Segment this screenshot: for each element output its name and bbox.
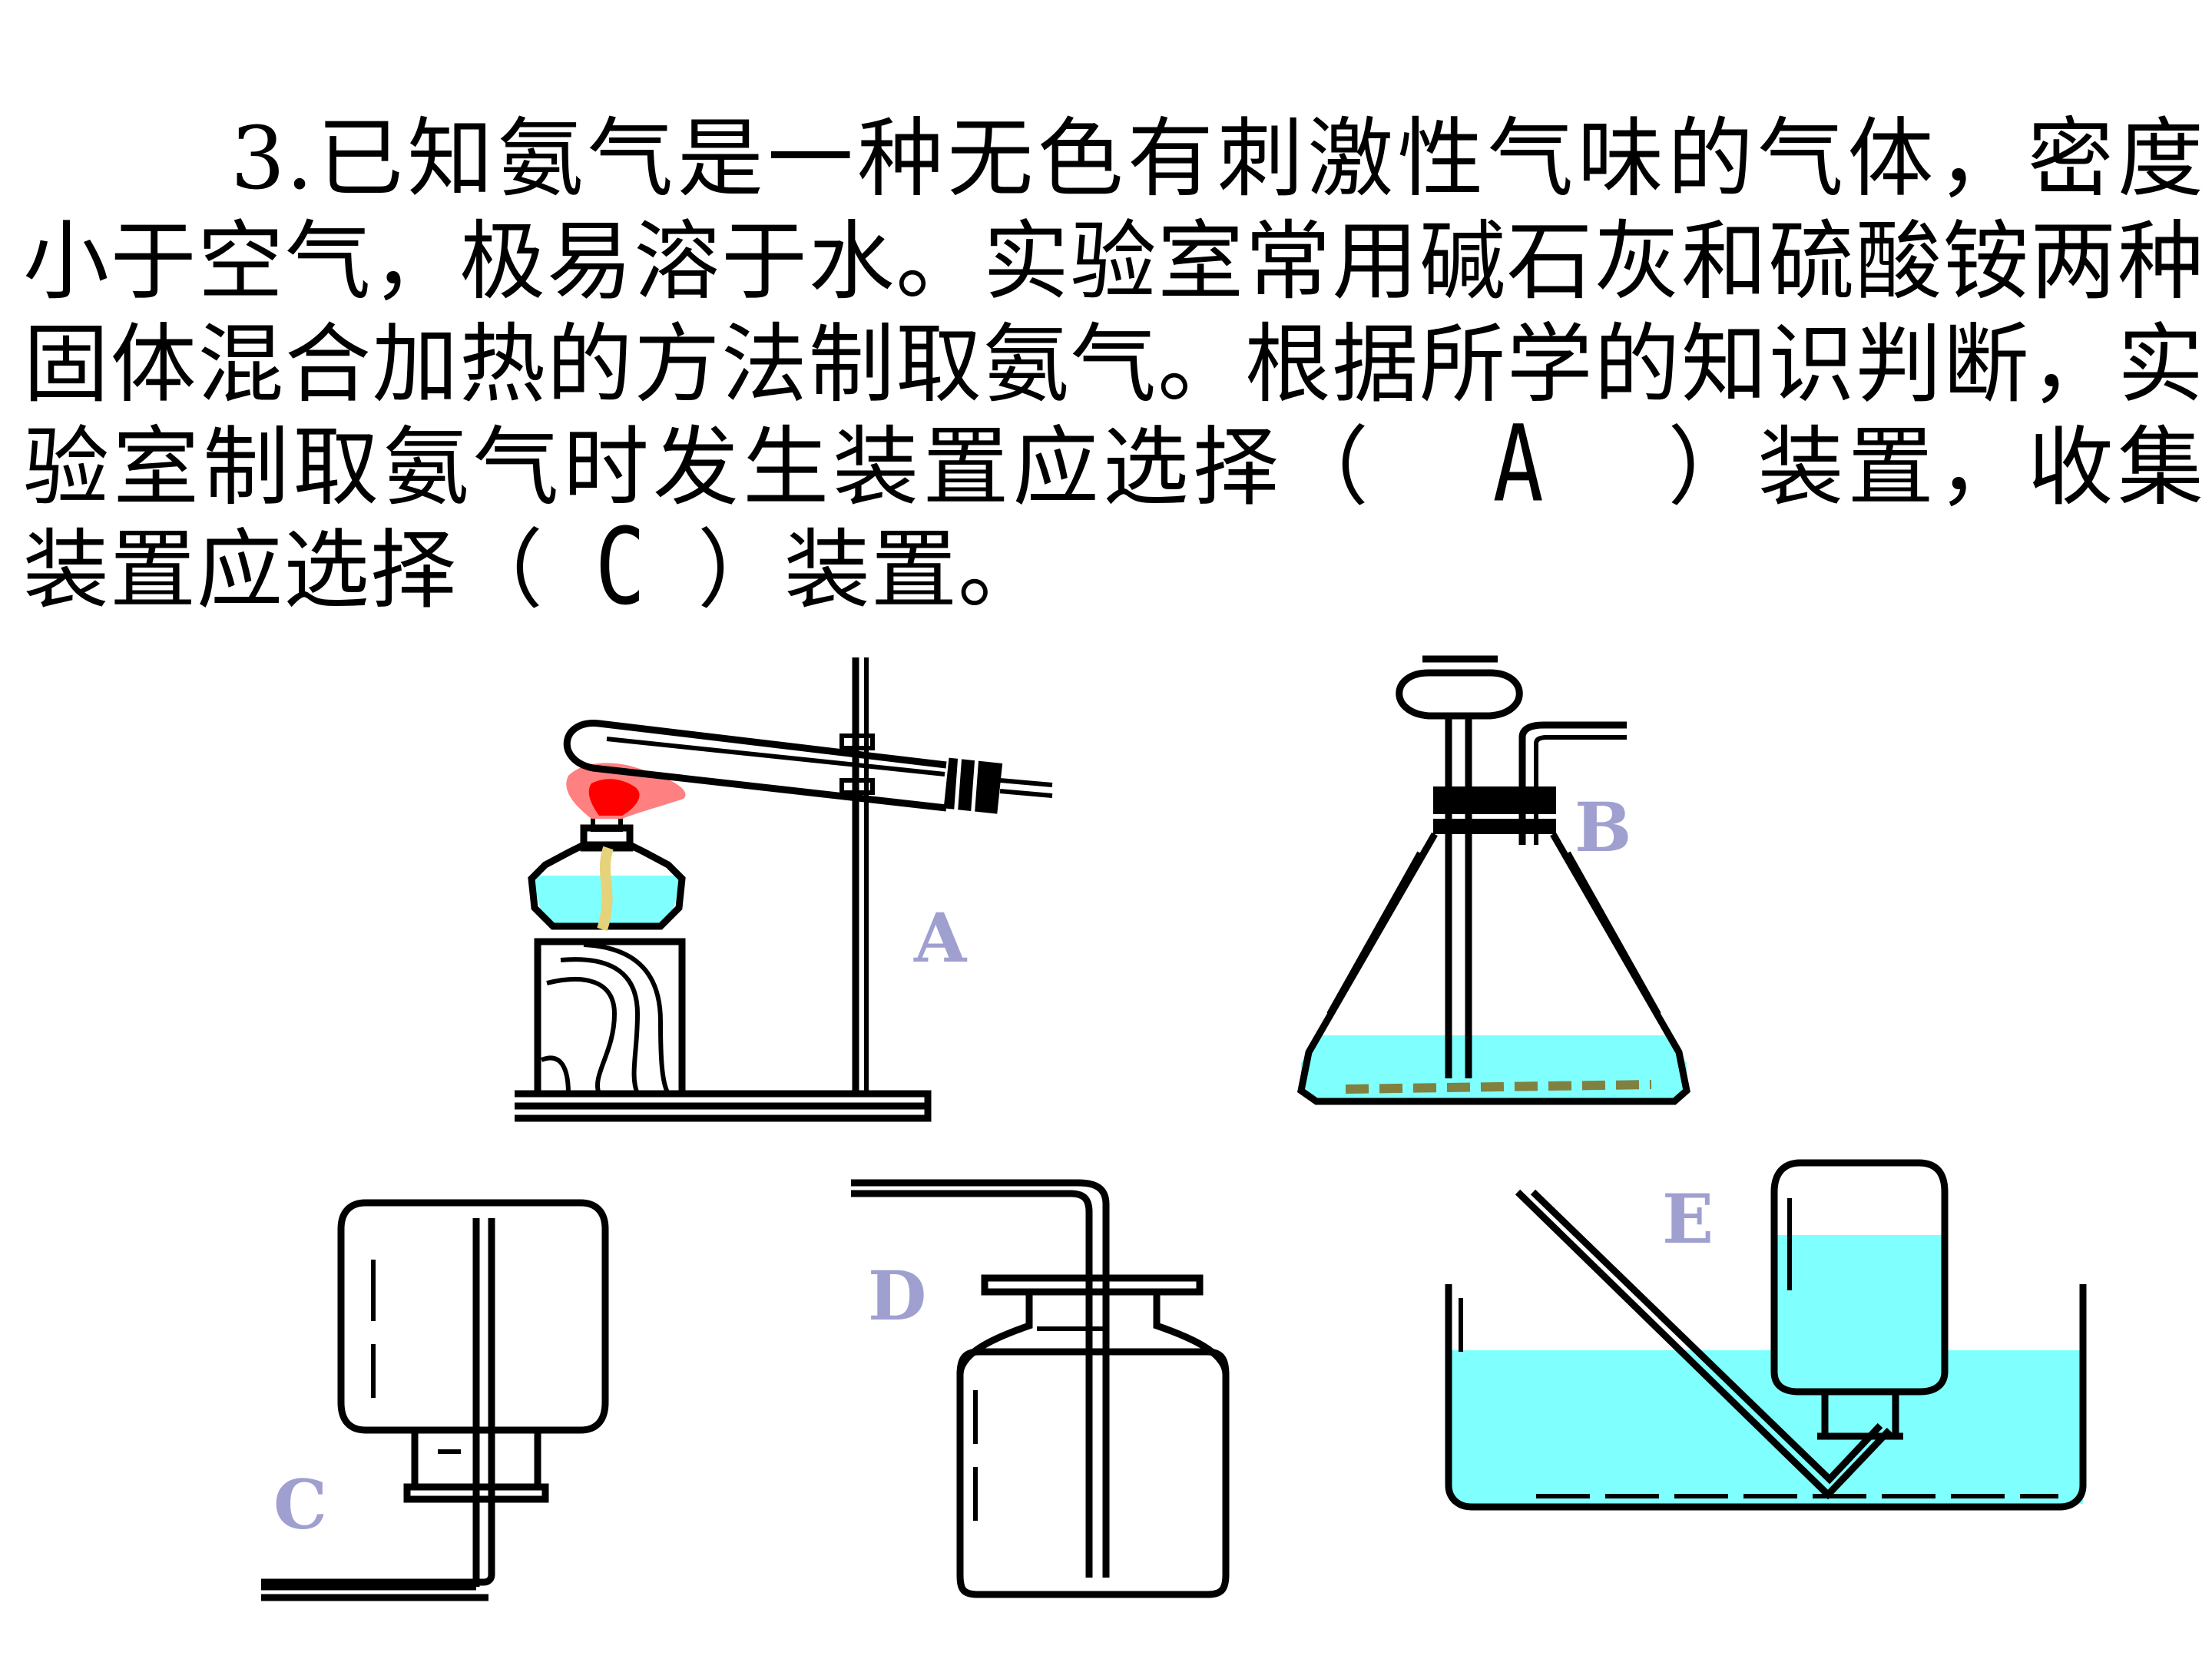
label-b: B <box>1575 787 1631 867</box>
bottle-c-mouth <box>403 1483 549 1503</box>
wood-grain-1 <box>546 977 618 1095</box>
bottle-d-body <box>956 1348 1230 1598</box>
question-part1: 已知氨气是一种无色有刺激性气味的气体，密度小于空气，极易溶于水。实验室常用碱石灰… <box>23 109 2204 518</box>
question-part2: ）装置，收集装置应选择（ <box>23 418 2205 621</box>
flask-body <box>1297 832 1690 1105</box>
apparatus-b: B <box>1297 655 1690 1105</box>
delivery-tube-a-edge <box>999 789 1053 798</box>
apparatus-d: D <box>851 1179 1230 1598</box>
trough-water <box>1452 1350 2083 1504</box>
delivery-tube-b <box>1518 721 1627 845</box>
label-d: D <box>868 1256 926 1336</box>
tube-d-inner <box>851 1179 1110 1578</box>
clamp-upper <box>839 733 875 750</box>
test-tube-inner <box>606 737 945 777</box>
answer-generate: A <box>1492 402 1545 525</box>
wood-grain-3 <box>583 942 671 1095</box>
tube-e <box>1515 1189 1892 1500</box>
delivery-tube-b-inner <box>1534 735 1627 845</box>
tube-d <box>851 1190 1093 1578</box>
bottle-e-neck <box>1817 1392 1903 1440</box>
tube-e-inner <box>1530 1189 1883 1485</box>
answer-collect: C <box>594 505 647 628</box>
flask-inner-right <box>1566 851 1661 1015</box>
trough <box>1445 1284 2087 1511</box>
wood-block <box>534 938 686 1098</box>
clamp-lower <box>839 778 875 795</box>
stopper <box>943 753 1003 820</box>
apparatus-c: C <box>261 1199 609 1601</box>
label-c: C <box>273 1465 327 1545</box>
lamp-wick <box>597 846 614 932</box>
question-part3: ）装置。 <box>697 521 1045 621</box>
bottle-c-body <box>337 1199 609 1434</box>
flame-inner <box>588 779 640 816</box>
bottle-e-water <box>1777 1235 1942 1386</box>
label-e: E <box>1662 1179 1714 1259</box>
bottle-e-body <box>1770 1159 1949 1396</box>
wood-grain-4 <box>540 1055 571 1094</box>
flask-inner-left <box>1326 851 1422 1015</box>
lamp-body <box>528 841 686 930</box>
bottle-d-shoulder <box>956 1290 1230 1376</box>
question-text: 3.已知氨气是一种无色有刺激性气味的气体，密度小于空气，极易溶于水。实验室常用碱… <box>23 108 2205 628</box>
test-tube <box>563 720 947 812</box>
apparatus-a: A <box>515 657 1053 1122</box>
label-a: A <box>913 898 968 978</box>
apparatus-e: E <box>1445 1159 2087 1511</box>
sediment <box>1345 1080 1652 1094</box>
funnel-bulb <box>1396 669 1523 720</box>
delivery-tube-a <box>999 778 1053 787</box>
wood-grain-2 <box>560 957 641 1095</box>
tube-c-bottom <box>261 1574 495 1591</box>
bottle-c-neck <box>411 1430 541 1487</box>
question-number: 3. <box>230 109 314 209</box>
